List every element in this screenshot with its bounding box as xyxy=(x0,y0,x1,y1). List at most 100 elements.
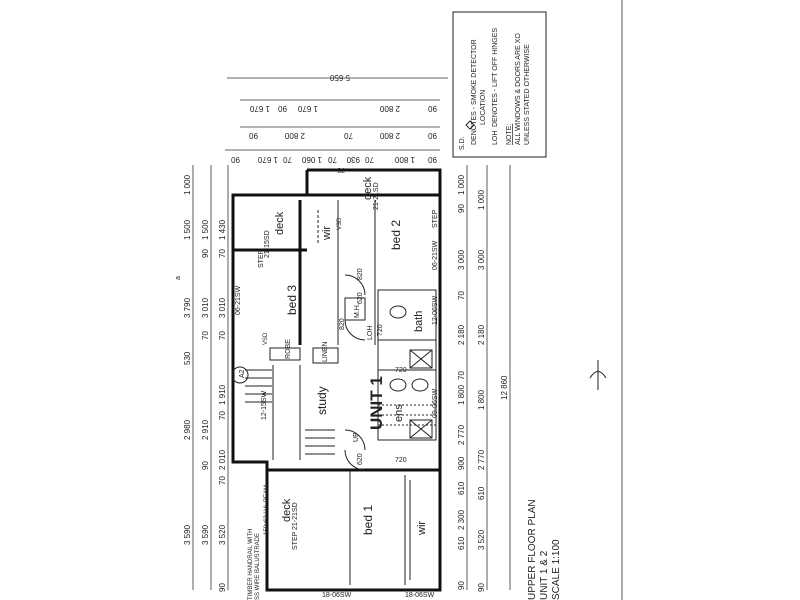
label-sw-g: 18-06SW xyxy=(405,592,435,599)
legend-sd-text: DENOTES - SMOKE DETECTOR xyxy=(471,39,478,145)
legend-sd-symbol: S.D. xyxy=(459,136,466,150)
room-deck3: deck xyxy=(274,211,286,235)
legend-loh-symbol: LOH xyxy=(492,131,499,145)
title-line3: SCALE 1:100 xyxy=(551,539,562,600)
linen-cupboard xyxy=(312,347,339,364)
basin-icon-3 xyxy=(411,378,429,392)
label-small-a: a xyxy=(175,276,182,280)
dim-top-r2-2: 1 670 xyxy=(297,104,318,113)
dim-rm-2: 3 000 xyxy=(477,249,486,270)
dim-li-1: 70 xyxy=(218,249,227,258)
shower-icon-1 xyxy=(409,349,433,369)
dim-rm-4: 1 800 xyxy=(477,389,486,410)
dim-top-r3-4: 90 xyxy=(428,131,437,140)
dim-ri-12: 2 300 xyxy=(457,509,466,530)
dim-top-r4-3: 1 060 xyxy=(301,155,322,164)
dim-li-2: 3 010 xyxy=(218,297,227,318)
label-vsd-b: VSD xyxy=(263,332,269,345)
label-linen: LINEN xyxy=(322,341,329,362)
dim-top-r3-0: 90 xyxy=(249,131,258,140)
title-line1: UPPER FLOOR PLAN xyxy=(527,499,538,600)
label-620a: 620 xyxy=(357,453,364,465)
legend-note-line1: ALL WINDOWS & DOORS ARE XO xyxy=(515,33,522,145)
label-sw-f: 18-06SW xyxy=(322,592,352,599)
room-deck1: deck xyxy=(281,498,293,522)
dim-top-r4-0: 90 xyxy=(231,155,240,164)
label-step-3: STEP xyxy=(432,209,439,228)
title-block: UPPER FLOOR PLAN UNIT 1 & 2 SCALE 1:100 xyxy=(527,499,562,600)
room-wir2: wir xyxy=(321,226,333,241)
legend-note-title: NOTE: xyxy=(506,124,513,145)
dim-ri-6: 1 800 xyxy=(457,384,466,405)
dim-rm-6: 610 xyxy=(477,486,486,500)
label-step-1: STEP xyxy=(292,531,299,550)
room-wir1: wir xyxy=(416,521,428,536)
dim-ri-9: 2 770 xyxy=(457,424,466,445)
label-820a: 820 xyxy=(357,268,364,280)
label-sw-a: 06-21SW xyxy=(235,285,242,315)
dim-lm-3: 70 xyxy=(201,331,210,340)
dim-lm-4: 2 910 xyxy=(201,419,210,440)
dim-li-7: 70 xyxy=(218,476,227,485)
dim-lo-4: 2 980 xyxy=(183,419,192,440)
dim-top-r3-2: 70 xyxy=(344,131,353,140)
dim-top-r4-8: 90 xyxy=(428,155,437,164)
dim-top-r4-2: 70 xyxy=(283,155,292,164)
dim-ri-11: 610 xyxy=(457,481,466,495)
room-bed2: bed 2 xyxy=(389,220,403,250)
dim-top-r2-3: 2 800 xyxy=(379,104,400,113)
dim-lm-1: 90 xyxy=(201,249,210,258)
section-marker-label: A2 xyxy=(239,369,246,378)
label-sd-c: 21-15SD xyxy=(264,230,271,258)
legend-box: S.D. DENOTES - SMOKE DETECTOR LOCATION L… xyxy=(452,11,547,158)
dim-li-8: 3 520 xyxy=(218,524,227,545)
dim-ri-2: 3 000 xyxy=(457,249,466,270)
label-loh: LOH xyxy=(367,326,374,340)
dim-ri-3: 70 xyxy=(457,291,466,300)
room-bed3: bed 3 xyxy=(285,285,299,315)
robe-cupboard xyxy=(269,347,301,361)
stairs xyxy=(245,369,335,455)
dim-ro-0: 12 860 xyxy=(500,375,509,400)
dim-top-r2-1: 90 xyxy=(278,104,287,113)
dim-lo-0: 1 000 xyxy=(183,174,192,195)
label-620b: 620 xyxy=(357,292,364,304)
label-up: UP xyxy=(353,432,360,442)
label-step-2: STEP xyxy=(258,249,265,268)
label-mh: M.H. xyxy=(354,303,361,318)
basin-icon-1 xyxy=(389,305,407,319)
dim-rm-3: 2 180 xyxy=(477,324,486,345)
dim-rm-8: 90 xyxy=(477,583,486,592)
dim-lm-6: 3 590 xyxy=(201,524,210,545)
unit-label: UNIT 1 xyxy=(367,376,386,430)
section-marker: A2 xyxy=(231,366,249,384)
dim-top-r4-1: 1 670 xyxy=(257,155,278,164)
room-deck2: deck xyxy=(362,176,374,200)
walls xyxy=(231,168,442,592)
manhole-box xyxy=(344,297,366,321)
dim-li-4: 1 910 xyxy=(218,384,227,405)
north-arrow-icon xyxy=(589,360,607,390)
dim-ri-0: 1 000 xyxy=(457,174,466,195)
label-sw-e: 09-06SW xyxy=(432,388,439,418)
right-dimensions: 1 000 90 3 000 70 2 180 70 1 800 2 770 9… xyxy=(457,165,511,592)
dim-lo-1: 1 500 xyxy=(183,219,192,240)
dim-li-6: 2 010 xyxy=(218,449,227,470)
dim-li-5: 70 xyxy=(218,411,227,420)
dim-li-3: 70 xyxy=(218,331,227,340)
smoke-detector-icon xyxy=(465,120,475,130)
dim-ri-14: 90 xyxy=(457,581,466,590)
basin-icon-2 xyxy=(389,378,407,392)
dim-top-r4-6: 70 xyxy=(365,155,374,164)
label-lvl-beam: 150x63 LVL BEAM xyxy=(264,485,270,535)
dim-top-r3-3: 2 800 xyxy=(379,131,400,140)
label-vsd-a: VSD xyxy=(337,217,343,230)
dim-lm-2: 3 010 xyxy=(201,297,210,318)
dim-ri-4: 2 180 xyxy=(457,324,466,345)
dim-lo-5: 3 590 xyxy=(183,524,192,545)
dim-rm-5: 2 770 xyxy=(477,449,486,470)
dim-li-9: 90 xyxy=(218,583,227,592)
label-720a: 720 xyxy=(377,324,384,336)
dim-lm-0: 1 500 xyxy=(201,219,210,240)
room-study: study xyxy=(315,386,329,415)
